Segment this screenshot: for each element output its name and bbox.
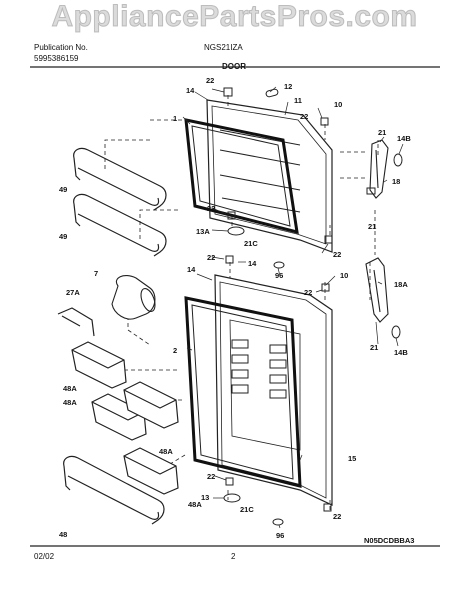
callout-15: 15 [348,454,357,463]
callout-21: 21 [368,222,377,231]
callout-21C: 21C [244,239,258,248]
callout-22: 22 [300,112,309,121]
dairy-door-27A [57,307,95,337]
callout-1: 1 [173,114,178,123]
screw-22-lower-mid [225,477,234,486]
callout-22: 22 [206,76,215,85]
callout-22: 22 [207,253,216,262]
bushing-10-lower [321,283,330,292]
screw-22-lower-right [323,503,332,512]
callout-21C: 21C [240,505,254,514]
freezer-door-gasket [184,118,299,235]
callout-27A: 27A [66,288,80,297]
plug-96-upper [273,261,285,269]
leader-lines [182,86,404,529]
callout-18: 18 [392,177,401,186]
callout-2: 2 [173,346,178,355]
door-shelf-48 [63,455,165,525]
callout-13: 13 [201,493,210,502]
callout-22: 22 [207,472,216,481]
callout-10: 10 [334,100,343,109]
door-bin-48A-3 [123,381,179,429]
callout-48A: 48A [159,447,173,456]
publication-label: Publication No. [34,43,88,52]
footer-page-number: 2 [231,552,236,561]
callout-14: 14 [248,259,257,268]
model-number: NGS21IZA [204,43,243,52]
callout-7: 7 [94,269,99,278]
freezer-door-shelf-lower [73,193,167,257]
handle-13A [227,226,245,236]
callout-48A: 48A [188,500,202,509]
fresh-food-door-gasket [184,296,302,488]
upper-hinge-18 [369,139,389,199]
screw-22-lower-top [225,255,234,264]
screw-22-upper-right [324,235,333,244]
callout-10: 10 [340,271,349,280]
callout-48: 48 [59,530,68,539]
freezer-door-panel [206,99,333,253]
callout-49: 49 [59,185,68,194]
publication-number: 5995386159 [34,54,79,63]
door-bin-48A-1 [71,341,127,389]
callout-14B: 14B [394,348,408,357]
lower-hinge-18A [365,257,389,323]
callout-22: 22 [207,204,216,213]
callout-12: 12 [284,82,293,91]
hinge-bracket-small [366,187,376,195]
callout-48A: 48A [63,398,77,407]
handle-13 [223,493,241,503]
callout-21: 21 [378,128,387,137]
hinge-cap-14b-upper [393,153,403,167]
callout-96: 96 [275,271,284,280]
callout-14B: 14B [397,134,411,143]
hinge-pin-12 [265,88,279,98]
filter-cartridge-7 [111,275,156,320]
bushing-10-upper [320,117,329,126]
screw-22-top [223,87,233,97]
door-bin-48A-4 [123,447,179,495]
watermark-text: AppliancePartsPros.com [51,0,418,34]
screw-22-mid [227,211,236,220]
upper-guide-lines [104,95,379,255]
fresh-food-door-panel [214,274,333,506]
plug-96-lower [272,518,284,526]
callout-48A: 48A [63,384,77,393]
callout-22: 22 [304,288,313,297]
callout-96: 96 [276,531,285,540]
callout-11: 11 [294,96,302,105]
freezer-door-shelf-upper [73,147,167,211]
callout-22: 22 [333,250,342,259]
callout-49: 49 [59,232,68,241]
hinge-cap-14b-lower [391,325,401,339]
callout-14: 14 [186,86,195,95]
callout-18A: 18A [394,280,408,289]
callout-21: 21 [370,343,379,352]
footer-date: 02/02 [34,552,55,561]
callout-13A: 13A [196,227,210,236]
callout-22: 22 [333,512,342,521]
door-rail-bins [231,339,287,399]
diagram-code: N05DCDBBA3 [364,536,415,545]
callout-14: 14 [187,265,196,274]
